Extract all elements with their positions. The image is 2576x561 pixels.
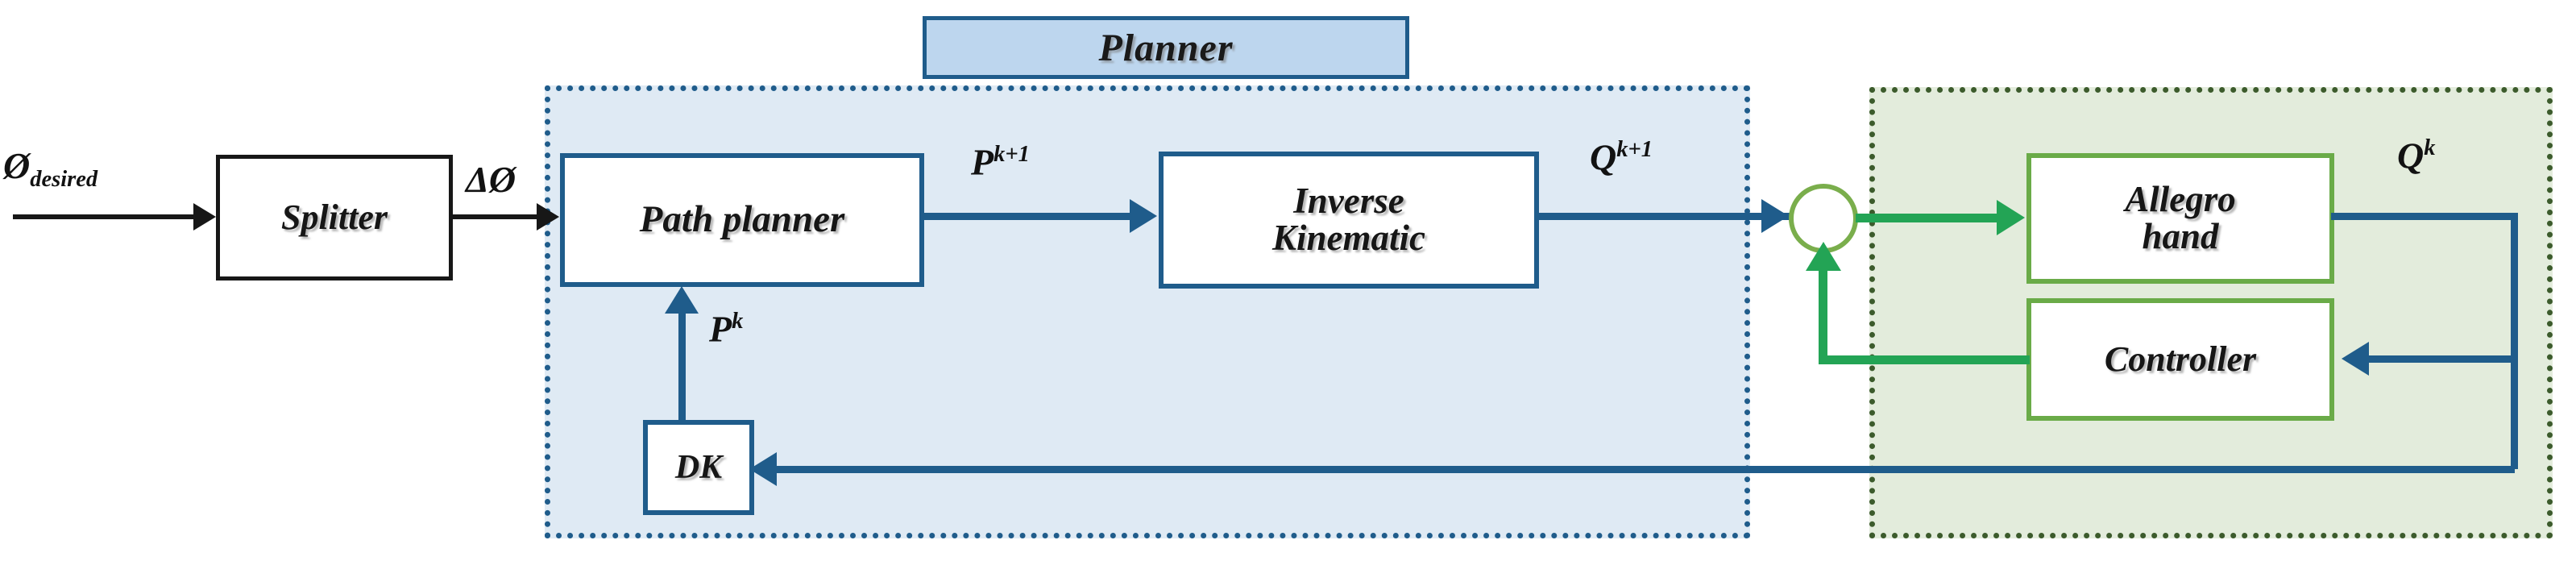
q-k-superscript: k [2424, 135, 2436, 160]
allegro-hand-line-2: hand [2142, 216, 2219, 256]
signal-label-q-k: Qk [2397, 135, 2436, 177]
signal-label-p-k-plus-1: Pk+1 [971, 143, 1030, 181]
q-k-base: Q [2397, 135, 2425, 177]
p-k-base: P [709, 308, 732, 350]
arrowhead-into-path-planner-from-dk [665, 286, 699, 314]
block-controller-label: Controller [2104, 339, 2257, 379]
edge-controller-to-junction-vertical [1819, 266, 1827, 359]
inverse-kinematic-line-2: Kinematic [1272, 218, 1425, 258]
edge-controller-to-junction-horizontal [1819, 355, 2030, 364]
planner-group-title: Planner [923, 16, 1409, 79]
p-k-superscript: k [732, 309, 744, 334]
edge-q-k-feedback-to-dk [756, 466, 2515, 473]
arrowhead-into-junction [1761, 199, 1789, 233]
arrowhead-into-junction-from-controller [1806, 242, 1841, 271]
block-allegro-hand[interactable]: Allegro hand [2026, 153, 2334, 284]
signal-label-q-k-plus-1: Qk+1 [1590, 136, 1653, 178]
arrowhead-into-controller [2342, 342, 2369, 376]
edge-allegro-hand-output [2331, 213, 2518, 220]
arrowhead-into-splitter [193, 203, 216, 231]
phi-desired-subscript: desired [30, 167, 98, 193]
edge-splitter-to-path-planner [453, 214, 543, 219]
p-k-plus-1-base: P [971, 141, 994, 183]
arrowhead-into-allegro-hand [1997, 200, 2025, 235]
edge-phi-desired-to-splitter [13, 214, 200, 219]
block-inverse-kinematic-label: Inverse Kinematic [1272, 181, 1425, 258]
q-k-plus-1-superscript: k+1 [1616, 137, 1653, 162]
inverse-kinematic-line-1: Inverse [1293, 181, 1404, 222]
block-splitter-label: Splitter [280, 197, 388, 237]
edge-junction-to-allegro-hand [1856, 214, 2002, 222]
arrowhead-into-inverse-kinematic [1130, 199, 1157, 233]
signal-label-p-k: Pk [709, 310, 743, 347]
edge-inverse-kinematic-to-junction [1537, 213, 1791, 220]
block-splitter[interactable]: Splitter [216, 155, 453, 280]
planner-group-title-label: Planner [1098, 26, 1234, 69]
allegro-hand-line-1: Allegro [2125, 179, 2236, 220]
block-dk[interactable]: DK [643, 420, 754, 515]
phi-desired-base: Ø [3, 145, 31, 186]
edge-q-k-to-controller [2369, 355, 2514, 363]
q-k-plus-1-base: Q [1590, 136, 1617, 178]
signal-label-phi-desired: Ødesired [3, 148, 97, 192]
block-path-planner-label: Path planner [639, 198, 845, 241]
edge-path-planner-to-inverse-kinematic [924, 213, 1135, 220]
signal-label-delta-phi: ΔØ [466, 159, 516, 200]
block-allegro-hand-label: Allegro hand [2125, 181, 2236, 256]
block-path-planner[interactable]: Path planner [560, 153, 924, 287]
arrowhead-into-path-planner [537, 203, 559, 231]
block-dk-label: DK [674, 448, 723, 486]
edge-q-k-down [2511, 213, 2518, 469]
edge-dk-to-path-planner [678, 313, 686, 422]
block-inverse-kinematic[interactable]: Inverse Kinematic [1159, 152, 1539, 289]
block-controller[interactable]: Controller [2026, 298, 2334, 421]
p-k-plus-1-superscript: k+1 [993, 142, 1030, 167]
